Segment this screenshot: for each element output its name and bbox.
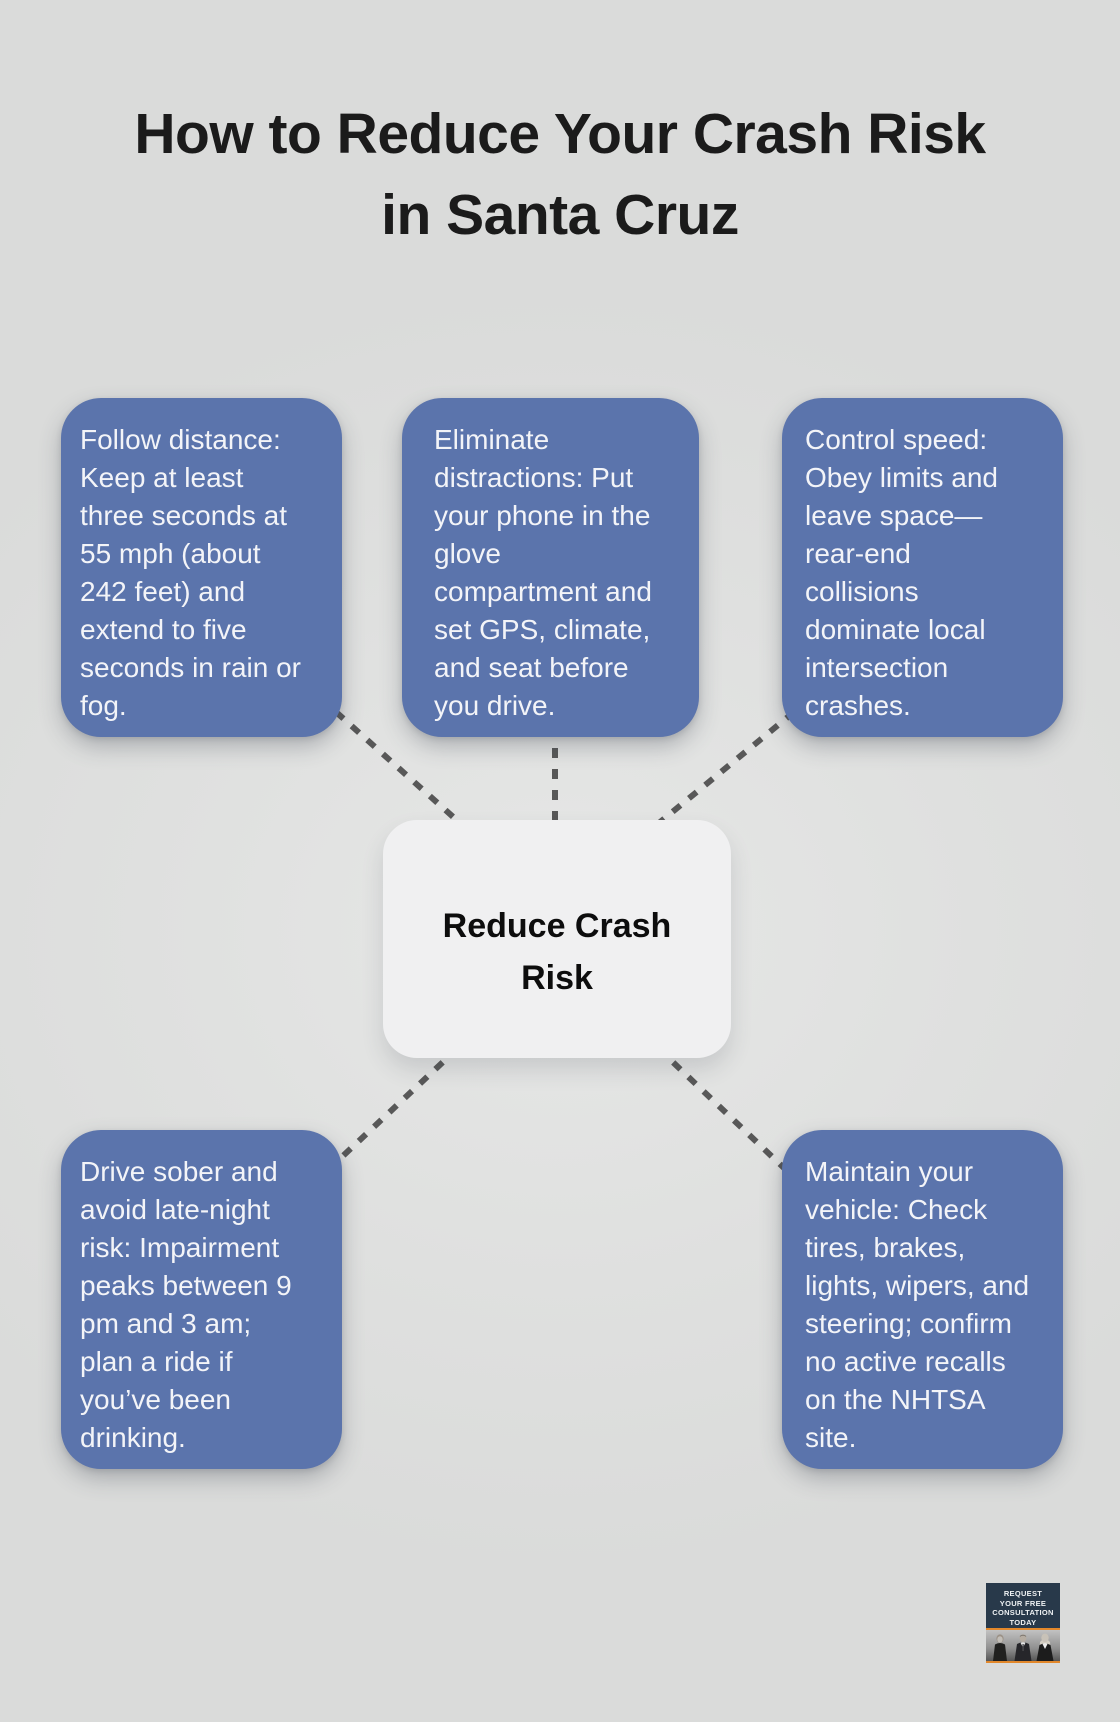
tip-box-maintain-vehicle: Maintain your vehicle: Check tires, brak… xyxy=(782,1130,1063,1469)
badge-line: TODAY xyxy=(1009,1617,1037,1627)
tip-text: Drive sober and avoid late-night risk: I… xyxy=(80,1156,292,1453)
tip-box-follow-distance: Follow distance: Keep at least three sec… xyxy=(61,398,342,737)
connector-line-top-left xyxy=(333,709,473,835)
tip-box-control-speed: Control speed: Obey limits and leave spa… xyxy=(782,398,1063,737)
tip-text: Maintain your vehicle: Check tires, brak… xyxy=(805,1156,1030,1453)
page-title-line1: How to Reduce Your Crash Risk xyxy=(134,102,986,166)
consultation-badge-text: REQUEST YOUR FREE CONSULTATION TODAY xyxy=(986,1583,1060,1628)
page-title-line2: in Santa Cruz xyxy=(381,183,739,247)
badge-line: CONSULTATION xyxy=(992,1608,1054,1617)
connector-line-bottom-right xyxy=(655,1045,787,1171)
law-team-photo xyxy=(986,1630,1060,1661)
center-node-label: Reduce Crash Risk xyxy=(442,907,672,997)
badge-divider xyxy=(986,1661,1060,1663)
badge-divider xyxy=(986,1628,1060,1630)
tip-box-drive-sober: Drive sober and avoid late-night risk: I… xyxy=(61,1130,342,1469)
page-title: How to Reduce Your Crash Risk in Santa C… xyxy=(0,94,1120,256)
tip-text: Eliminate distractions: Put your phone i… xyxy=(434,424,652,721)
tip-box-eliminate-distractions: Eliminate distractions: Put your phone i… xyxy=(402,398,699,737)
badge-line: YOUR FREE xyxy=(999,1598,1047,1608)
tip-text: Follow distance: Keep at least three sec… xyxy=(80,424,302,721)
connector-line-bottom-left xyxy=(327,1045,461,1171)
badge-line: REQUEST xyxy=(1003,1589,1043,1598)
center-node: Reduce Crash Risk xyxy=(383,820,731,1058)
consultation-badge[interactable]: REQUEST YOUR FREE CONSULTATION TODAY xyxy=(986,1583,1060,1663)
tip-text: Control speed: Obey limits and leave spa… xyxy=(805,424,998,721)
